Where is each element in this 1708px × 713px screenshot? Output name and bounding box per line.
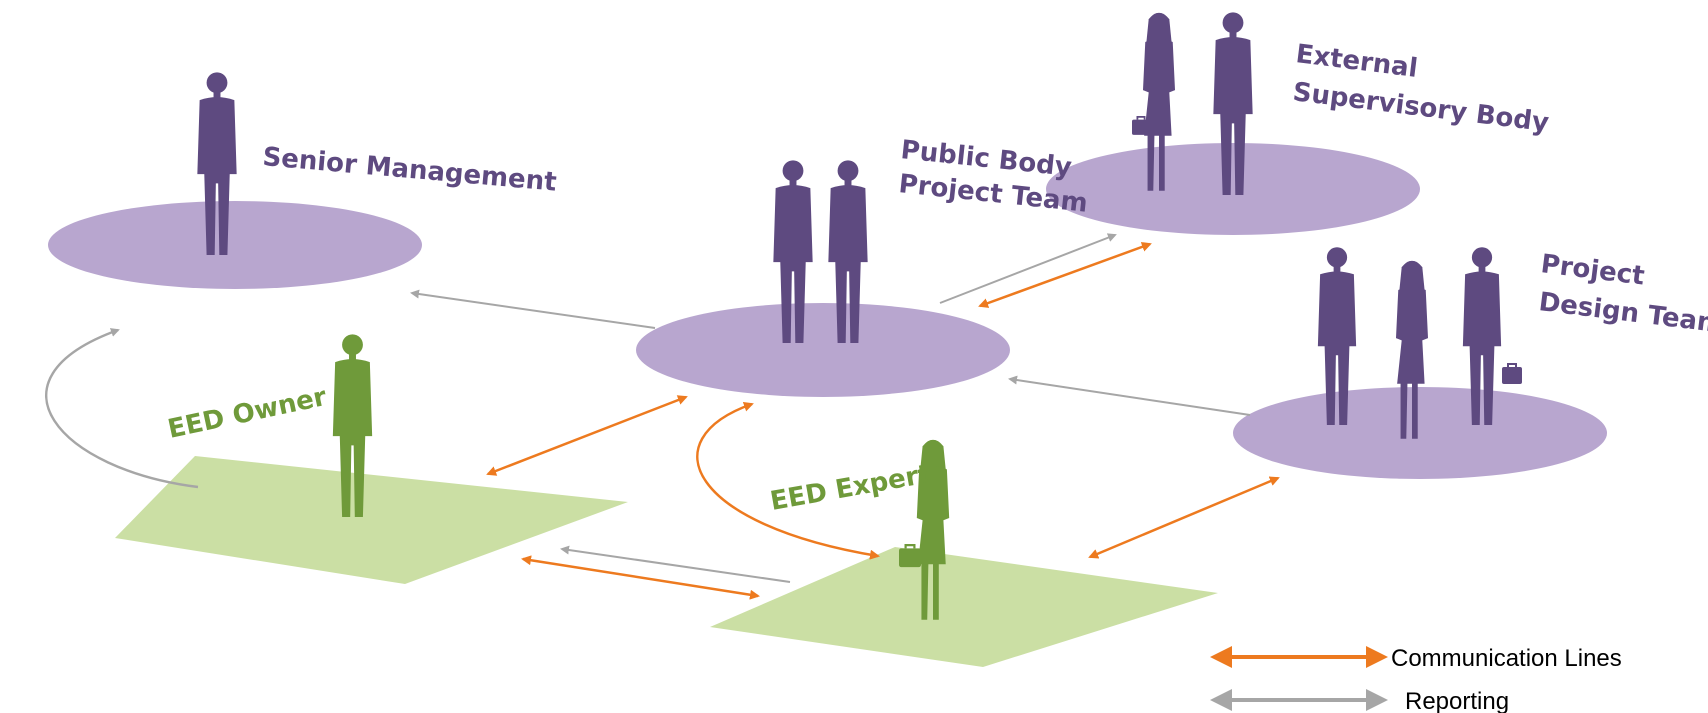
reporting-arrow-public-to-external (939, 233, 1117, 304)
communication-arrow-owner-public (486, 395, 688, 476)
communication-arrow-owner-expert (521, 555, 760, 600)
design-team-label-line2: Design Team (1537, 287, 1708, 339)
design-team-platform (1233, 387, 1607, 479)
senior-management-platform (48, 201, 422, 289)
communication-arrow-public-external (978, 242, 1152, 308)
communication-arrow-public-expert (696, 401, 880, 560)
design-team-label-line1: Project (1539, 249, 1646, 291)
external-body-label-line2: Supervisory Body (1291, 77, 1550, 138)
reporting-arrow-design-to-public (1008, 375, 1251, 416)
external-body-label-line1: External (1294, 39, 1419, 84)
external-body-platform (1046, 143, 1420, 235)
legend-communication-label: Communication Lines (1391, 645, 1622, 672)
reporting-arrow-owner-to-senior (45, 328, 199, 489)
eed-expert-label: EED Expert (768, 459, 933, 517)
reporting-arrow-public-to-senior (410, 289, 656, 329)
eed-expert-platform (710, 547, 1218, 667)
communication-arrow-expert-design (1088, 476, 1280, 559)
eed-owner-label: EED Owner (165, 382, 329, 445)
public-body-platform (636, 303, 1010, 397)
reporting-arrow-expert-to-owner (560, 545, 791, 583)
eed-owner-platform (115, 456, 628, 584)
legend-reporting-label: Reporting (1405, 688, 1509, 713)
legend: Communication Lines Reporting (1210, 645, 1622, 713)
senior-management-label: Senior Management (261, 142, 557, 198)
